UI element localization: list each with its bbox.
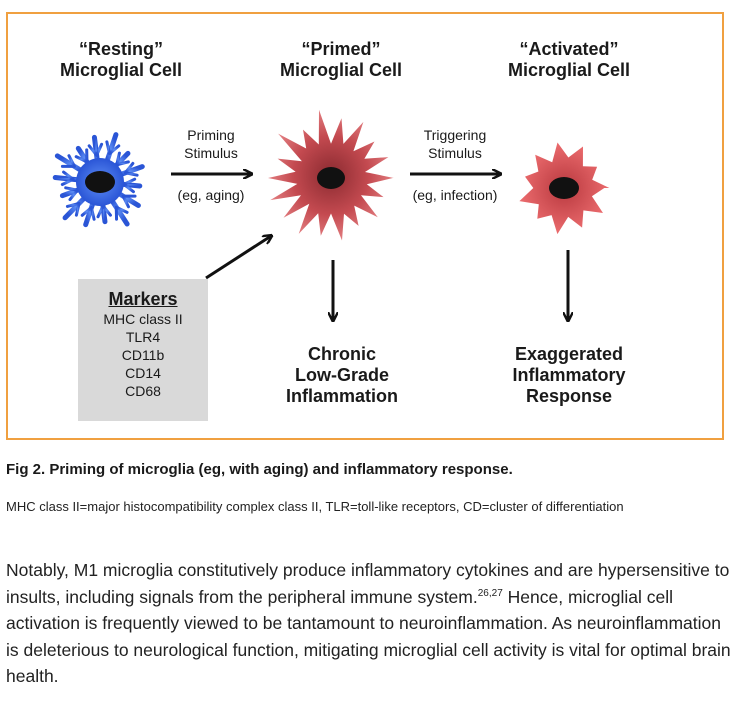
marker-item: CD11b — [121, 347, 165, 363]
priming-example-text: (eg, aging) — [177, 187, 245, 203]
outcome-exaggerated-line1: Exaggerated — [514, 344, 624, 364]
figure-frame: “Resting” Microglial Cell “Primed” Micro… — [6, 12, 724, 440]
stage-title-resting-line1: “Resting” — [78, 39, 163, 59]
body-text-part2: Hence, microglial cell activation is fre… — [6, 586, 731, 687]
stage-title-resting-line2: Microglial Cell — [59, 60, 183, 80]
outcome-exaggerated-line2: Inflammatory — [512, 365, 626, 385]
stage-title-resting: “Resting” Microglial Cell — [36, 39, 206, 81]
triggering-label-line2: Stimulus — [428, 145, 482, 161]
triggering-example-text: (eg, infection) — [412, 187, 498, 203]
priming-example-label: (eg, aging) — [156, 186, 266, 204]
stage-title-primed: “Primed” Microglial Cell — [256, 39, 426, 81]
priming-label-line2: Stimulus — [184, 145, 238, 161]
primed-microglia-cell-icon — [268, 109, 394, 241]
stage-title-activated: “Activated” Microglial Cell — [484, 39, 654, 81]
resting-microglia-cell-icon — [52, 132, 145, 228]
figure-caption-title: Fig 2. Priming of microglia (eg, with ag… — [6, 461, 513, 478]
stage-title-activated-line2: Microglial Cell — [507, 60, 631, 80]
body-paragraph: Notably, M1 microglia constitutively pro… — [6, 557, 736, 690]
body-text-part1: Notably, M1 microglia constitutively pro… — [6, 560, 730, 607]
marker-item: CD14 — [125, 365, 161, 381]
marker-item: TLR4 — [125, 329, 161, 345]
resting-nucleus-icon — [85, 171, 115, 193]
triggering-label-line1: Triggering — [423, 127, 487, 143]
outcome-exaggerated-response: Exaggerated Inflammatory Response — [476, 344, 662, 407]
markers-to-primed-arrow — [205, 236, 271, 280]
outcome-chronic-line3: Inflammation — [285, 386, 398, 406]
priming-stimulus-label: Priming Stimulus — [156, 126, 266, 162]
triggering-stimulus-label: Triggering Stimulus — [400, 126, 510, 162]
diagram-canvas — [52, 109, 610, 438]
stage-title-primed-line2: Microglial Cell — [279, 60, 403, 80]
outcome-chronic-line2: Low-Grade — [294, 365, 389, 385]
marker-item: CD68 — [125, 383, 161, 399]
priming-label-line1: Priming — [187, 127, 235, 143]
outcome-chronic-line1: Chronic — [307, 344, 376, 364]
outcome-exaggerated-line3: Response — [525, 386, 613, 406]
figure-caption-note: MHC class II=major histocompatibility co… — [6, 499, 624, 514]
stage-title-activated-line1: “Activated” — [519, 39, 619, 59]
activated-microglia-cell-icon — [519, 142, 610, 235]
marker-item: MHC class II — [103, 311, 183, 327]
activated-nucleus-icon — [549, 177, 579, 199]
citation-superscript: 26,27 — [477, 587, 503, 599]
outcome-chronic-inflammation: Chronic Low-Grade Inflammation — [252, 344, 432, 407]
markers-box: Markers MHC class II TLR4 CD11b CD14 CD6… — [78, 279, 208, 421]
triggering-example-label: (eg, infection) — [400, 186, 510, 204]
primed-nucleus-icon — [317, 167, 345, 189]
stage-title-primed-line1: “Primed” — [301, 39, 381, 59]
markers-title: Markers — [108, 289, 178, 309]
